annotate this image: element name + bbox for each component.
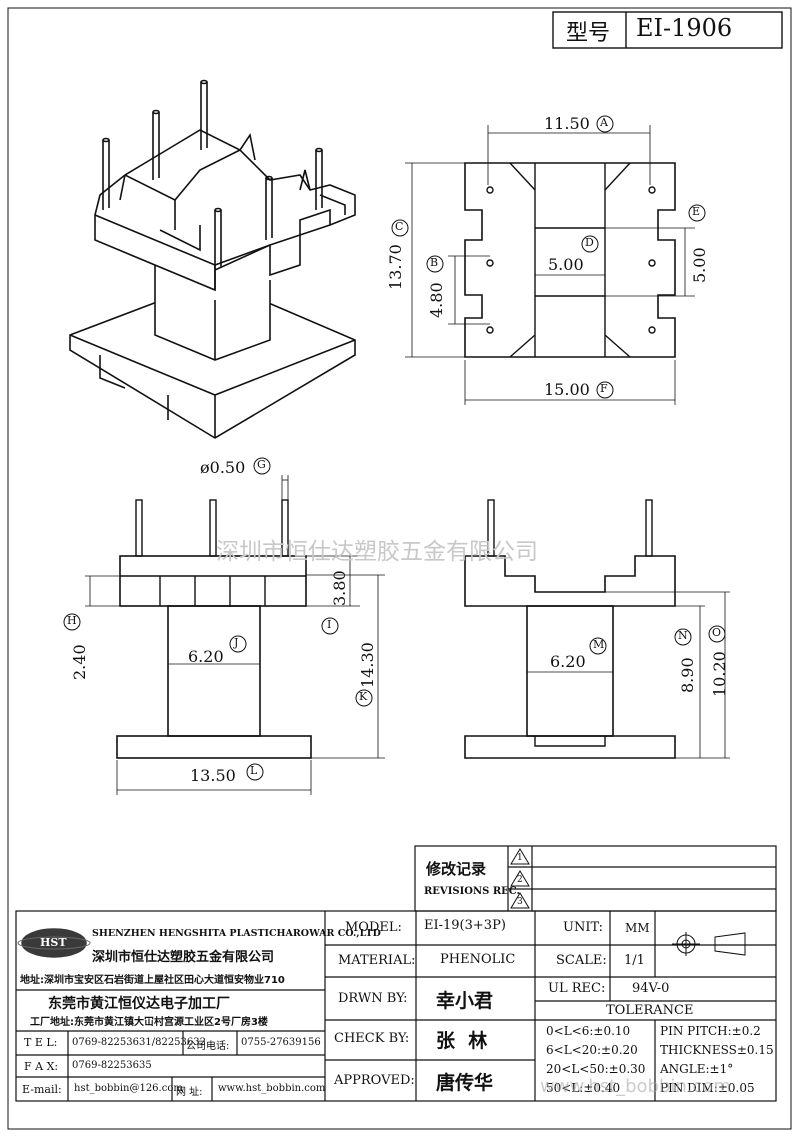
web-value[interactable]: www.hst_bobbin.com [218, 1083, 326, 1094]
company-tel-value: 0755-27639156 [241, 1037, 321, 1048]
dim-c: 13.70 [386, 244, 405, 290]
tolerance-4: 50<L:±0.40 [546, 1081, 621, 1095]
title-block-lines [15, 845, 777, 1102]
tel-value: 0769-82253631/82253632 [72, 1037, 206, 1048]
front-view [85, 475, 385, 795]
dim-g: ø0.50 [200, 458, 246, 477]
dim-n: 8.90 [678, 657, 697, 693]
material-value: PHENOLIC [440, 952, 516, 967]
company-name-cn: 深圳市恒仕达塑胶五金有限公司 [92, 950, 275, 965]
callout-o: O [712, 626, 722, 639]
company-tel-label: 公司电话: [186, 1041, 230, 1052]
thickness: THICKNESS±0.15 [660, 1043, 774, 1057]
callout-j: J [234, 636, 239, 649]
top-view [405, 125, 695, 405]
callout-a: A [600, 116, 608, 129]
scale-label: SCALE: [556, 953, 607, 968]
hst-logo [17, 928, 91, 958]
callout-k: K [359, 690, 368, 703]
web-label: 网 址: [176, 1087, 203, 1098]
dim-d: 5.00 [548, 255, 584, 274]
model-title: EI-1906 [636, 14, 733, 42]
callout-h: H [67, 614, 77, 627]
callout-f: F [600, 382, 608, 395]
drawn-value: 幸小君 [436, 990, 494, 1012]
dim-k: 14.30 [358, 642, 377, 688]
factory-address: 工厂地址:东莞市黄江镇大冚村宫源工业区2号厂房3楼 [30, 1017, 268, 1028]
callout-n: N [678, 629, 688, 642]
watermark-website: www.hst_bobbin.com [540, 1076, 731, 1097]
type-label: 型号 [566, 21, 611, 46]
approved-value: 唐传华 [436, 1072, 494, 1094]
dim-i: 3.80 [330, 570, 349, 606]
dim-o: 10.20 [710, 651, 729, 697]
model-label: MODEL: [345, 920, 402, 935]
callout-c: C [395, 220, 404, 233]
material-label: MATERIAL: [338, 953, 416, 968]
tolerance-1: 0<L<6:±0.10 [546, 1024, 631, 1038]
ul-value: 94V-0 [632, 981, 670, 996]
fax-value: 0769-82253635 [72, 1060, 152, 1071]
pin-pitch: PIN PITCH:±0.2 [660, 1024, 761, 1038]
callout-circles [63, 115, 726, 781]
callout-b: B [430, 256, 439, 269]
dim-e: 5.00 [690, 247, 709, 283]
email-value[interactable]: hst_bobbin@126.com [74, 1083, 183, 1094]
revision-mark-1: 1 [517, 853, 523, 863]
callout-e: E [692, 205, 701, 218]
callout-g: G [257, 458, 266, 471]
dim-a: 11.50 [544, 114, 590, 133]
dim-h: 2.40 [70, 644, 89, 680]
dim-f: 15.00 [544, 380, 590, 399]
callout-d: D [585, 236, 594, 249]
dim-j: 6.20 [188, 647, 224, 666]
callout-m: M [593, 638, 605, 651]
revision-mark-2: 2 [517, 875, 523, 885]
check-label: CHECK BY: [334, 1031, 410, 1046]
scale-value: 1/1 [624, 953, 645, 968]
revisions-title-cn: 修改记录 [426, 860, 487, 878]
pin-dim: PIN DIM:±0.05 [660, 1081, 755, 1095]
revisions-title-en: REVISIONS REC. [424, 886, 521, 897]
callout-l: L [250, 764, 258, 777]
company-name-en: SHENZHEN HENGSHITA PLASTICHAROWAR CO.,LT… [92, 928, 381, 939]
factory-name: 东莞市黄江恒仪达电子加工厂 [48, 996, 230, 1012]
header-box [552, 11, 783, 49]
ul-label: UL REC: [548, 981, 606, 996]
drawn-label: DRWN BY: [338, 991, 408, 1006]
model-value: EI-19(3+3P) [424, 918, 506, 933]
email-label: E-mail: [22, 1083, 62, 1096]
dim-b: 4.80 [427, 282, 446, 318]
dim-l: 13.50 [190, 766, 236, 785]
projection-symbol-icon [672, 932, 746, 956]
tel-label: T E L: [24, 1036, 58, 1049]
tolerance-2: 6<L<20:±0.20 [546, 1043, 638, 1057]
unit-label: UNIT: [563, 920, 604, 935]
isometric-view [69, 79, 356, 439]
watermark-company: 深圳市恒仕达塑胶五金有限公司 [216, 539, 538, 565]
fax-label: F A X: [24, 1060, 59, 1073]
side-view [464, 499, 730, 759]
tolerance-label: TOLERANCE [606, 1003, 694, 1018]
approved-label: APPROVED: [334, 1073, 415, 1088]
revision-mark-3: 3 [517, 897, 523, 907]
check-value: 张 林 [436, 1030, 488, 1052]
dim-m: 6.20 [550, 652, 586, 671]
drawing-frame [7, 7, 792, 1130]
logo-text: HST [40, 936, 67, 949]
tolerance-3: 20<L<50:±0.30 [546, 1062, 646, 1076]
angle: ANGLE:±1° [660, 1062, 734, 1076]
unit-value: MM [625, 921, 650, 935]
company-address: 地址:深圳市宝安区石岩街道上屋社区田心大道恒安物业710 [20, 975, 285, 986]
callout-i: I [327, 618, 332, 631]
revision-triangles [510, 848, 530, 909]
